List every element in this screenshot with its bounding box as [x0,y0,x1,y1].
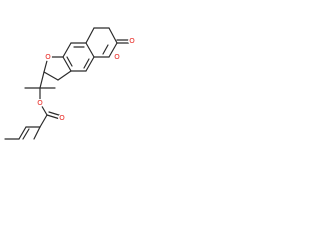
bond [108,27,118,44]
bond [18,126,27,140]
oxygen-label-ester: O [36,99,44,107]
bond [39,71,45,89]
bond [102,44,109,55]
bond [66,56,73,67]
bond [108,42,118,58]
bond [22,128,30,140]
bond [39,114,48,128]
bond [33,126,41,140]
oxygen-label-ester-carbonyl: O [58,114,66,122]
bond [43,71,59,81]
bond [85,42,95,58]
svg-text:O: O [45,53,51,61]
svg-text:O: O [59,114,65,122]
bond [62,56,72,72]
svg-text:O: O [114,53,120,61]
bond [85,27,95,44]
bond [83,58,90,69]
oxygen-label-carbonyl: O [128,37,136,45]
svg-text:O: O [129,37,135,45]
oxygen-label-furan-ring: O [44,53,52,61]
oxygen-label-lactone-ring: O [113,53,121,61]
molecule-diagram: O O O O O [4,27,136,140]
bond [57,70,72,81]
bond [85,56,95,72]
bond [62,42,72,58]
bond [46,114,61,120]
svg-text:O: O [37,99,43,107]
